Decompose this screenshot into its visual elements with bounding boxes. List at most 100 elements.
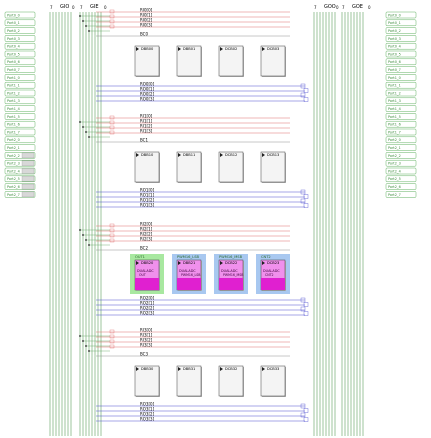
right-pin-box[interactable] — [385, 58, 417, 66]
right-pin-box[interactable] — [385, 19, 417, 27]
bus-tap-dot — [79, 229, 81, 231]
right-pin-box[interactable] — [385, 66, 417, 73]
right-pin-box[interactable] — [385, 89, 417, 97]
block-clock-icon — [220, 153, 223, 157]
right-pin-box[interactable] — [385, 183, 417, 190]
left-pin-box[interactable] — [4, 27, 36, 34]
left-pin-box[interactable] — [4, 50, 36, 58]
row-input-label: RI3[2] — [140, 338, 153, 343]
left-pin-label: Port1_7 — [7, 130, 20, 134]
right-pin-box[interactable] — [385, 152, 417, 159]
right-pin-box[interactable] — [385, 128, 417, 136]
right-pin-box[interactable] — [385, 97, 417, 105]
right-pin-box[interactable] — [385, 11, 417, 19]
digital-block[interactable] — [260, 365, 286, 397]
left-pin-box[interactable] — [4, 42, 36, 50]
right-pin-box[interactable] — [385, 191, 417, 198]
left-pin-label: Port2_7 — [7, 193, 20, 197]
digital-block[interactable] — [134, 365, 160, 397]
output-mux-marker — [303, 203, 309, 208]
pin-connection-tab — [21, 160, 35, 166]
right-pin-box[interactable] — [385, 27, 417, 34]
block-type-label: DUALADC — [263, 269, 280, 273]
block-clock-icon — [220, 47, 223, 51]
right-pin-box[interactable] — [385, 50, 417, 58]
row-output-label: RO3[1] — [140, 407, 155, 412]
input-mux-marker — [109, 19, 115, 24]
left-pin-box[interactable] — [4, 136, 36, 144]
right-pin-box[interactable] — [385, 167, 417, 175]
block-type-label: DUALADC — [221, 269, 238, 273]
left-pin-box[interactable] — [4, 81, 36, 89]
broadcast-label: BC1 — [140, 138, 148, 143]
left-pin-box[interactable] — [4, 66, 36, 73]
block-name-label: DBB00 — [141, 47, 154, 51]
left-pin-box[interactable] — [4, 74, 36, 81]
digital-block[interactable] — [218, 365, 244, 397]
block-name-label: DCB22 — [225, 261, 237, 265]
pin-connection-tab — [21, 152, 35, 159]
row-input-label: RI0[3] — [140, 23, 153, 28]
left-pin-box[interactable] — [4, 35, 36, 42]
digital-block[interactable] — [218, 45, 244, 77]
right-pin-box[interactable] — [385, 159, 417, 167]
block-name-label: DCB03 — [267, 47, 279, 51]
bus-tap-dot — [82, 340, 84, 342]
left-pin-box[interactable] — [4, 128, 36, 136]
left-pin-label: Port0_4 — [7, 45, 20, 49]
right-pin-box[interactable] — [385, 175, 417, 183]
bus-tap-dot — [88, 30, 90, 32]
bus-index-label: 0 — [104, 5, 107, 10]
left-pin-box[interactable] — [4, 19, 36, 27]
digital-block[interactable] — [176, 151, 202, 183]
right-pin-box[interactable] — [385, 81, 417, 89]
left-pin-label: Port1_5 — [7, 115, 20, 119]
right-pin-box[interactable] — [385, 120, 417, 128]
digital-block[interactable] — [260, 45, 286, 77]
digital-block[interactable] — [134, 45, 160, 77]
digital-block[interactable] — [176, 45, 202, 77]
right-pin-label: Port1_6 — [388, 123, 401, 127]
output-mux-marker — [300, 297, 306, 303]
row-output-label: RO0[2] — [140, 92, 155, 97]
row-output-label: RO1[2] — [140, 198, 155, 203]
right-pin-label: Port0_5 — [388, 52, 401, 56]
right-pin-box[interactable] — [385, 144, 417, 151]
right-pin-label: Port2_0 — [388, 138, 401, 142]
output-mux-marker — [300, 189, 306, 195]
pin-connection-tab — [21, 168, 35, 174]
block-type-label: DUALADC — [137, 269, 154, 273]
left-pin-box[interactable] — [4, 144, 36, 151]
left-pin-box[interactable] — [4, 105, 36, 112]
block-clock-icon — [262, 261, 265, 265]
left-pin-box[interactable] — [4, 89, 36, 97]
left-pin-label: Port0_7 — [7, 68, 20, 72]
left-pin-box[interactable] — [4, 120, 36, 128]
left-pin-box[interactable] — [4, 97, 36, 105]
block-sub-label: PWM16_LSB — [181, 273, 200, 277]
right-pin-box[interactable] — [385, 74, 417, 81]
block-name-label: DBB21 — [183, 261, 195, 265]
right-pin-box[interactable] — [385, 113, 417, 120]
block-name-label: DBB20 — [141, 261, 154, 265]
row-output-label: RO2[2] — [140, 306, 155, 311]
row-input-label: RI3[3] — [140, 343, 153, 348]
right-pin-box[interactable] — [385, 35, 417, 42]
digital-block[interactable] — [260, 151, 286, 183]
digital-block[interactable] — [176, 365, 202, 397]
left-pin-box[interactable] — [4, 11, 36, 19]
block-clock-icon — [178, 261, 181, 265]
digital-block[interactable] — [134, 151, 160, 183]
row-output-label: RO3[2] — [140, 412, 155, 417]
block-name-label: DBB31 — [183, 367, 195, 371]
bus-tap-dot — [79, 121, 81, 123]
right-pin-box[interactable] — [385, 42, 417, 50]
left-pin-box[interactable] — [4, 58, 36, 66]
block-clock-icon — [262, 367, 265, 371]
digital-block[interactable] — [218, 151, 244, 183]
right-pin-box[interactable] — [385, 105, 417, 112]
left-pin-box[interactable] — [4, 113, 36, 120]
input-mux-marker — [109, 329, 115, 334]
right-pin-box[interactable] — [385, 136, 417, 144]
